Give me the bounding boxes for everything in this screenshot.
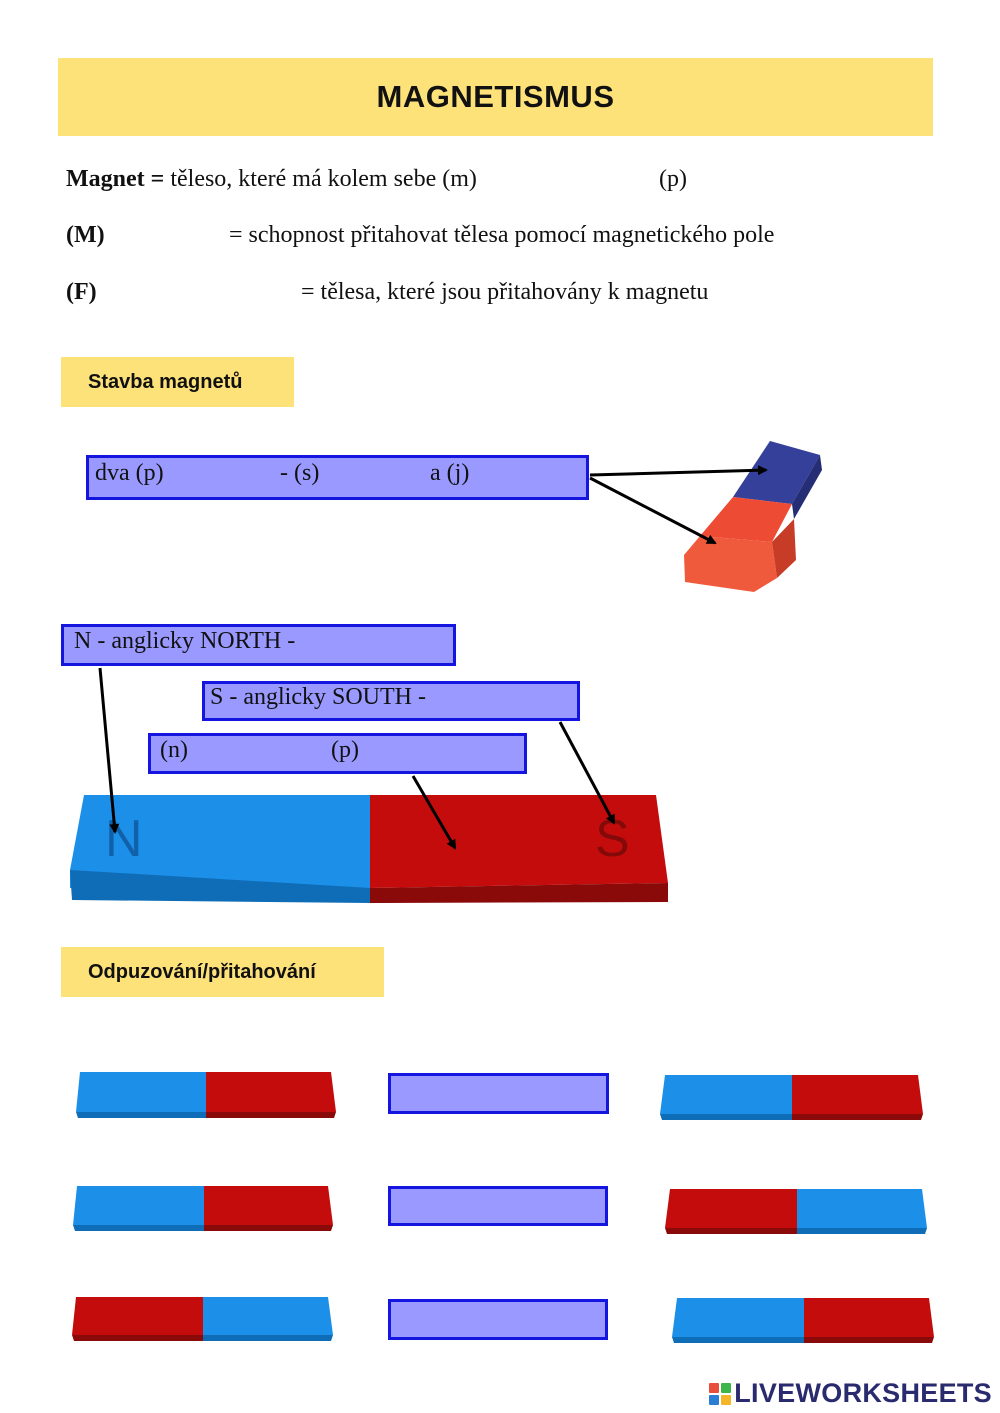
big-magnet-south-half bbox=[370, 795, 668, 888]
neutral-part1: (n) bbox=[160, 737, 188, 763]
definition-f-text: = tělesa, které jsou přitahovány k magne… bbox=[301, 279, 709, 305]
answer-field-1[interactable] bbox=[388, 1073, 609, 1114]
arrow-to-blue-pole bbox=[589, 465, 768, 477]
big-magnet-north-edge bbox=[70, 870, 370, 903]
answer-field-3[interactable] bbox=[388, 1299, 608, 1340]
small-magnet-red-side bbox=[772, 519, 796, 578]
bar-magnet-right-3 bbox=[672, 1298, 934, 1343]
page-title: MAGNETISMUS bbox=[376, 79, 615, 114]
small-magnet-blue-side bbox=[792, 455, 822, 519]
arrow-to-red-pole bbox=[589, 476, 717, 545]
definition-magnet: Magnet = těleso, které má kolem sebe (m) bbox=[66, 166, 477, 193]
section-structure-label: Stavba magnetů bbox=[88, 370, 243, 393]
bar-magnet-left-1 bbox=[76, 1072, 336, 1118]
bar-magnet-right-1 bbox=[660, 1075, 923, 1120]
south-label: S - anglicky SOUTH - bbox=[210, 684, 426, 710]
logo-text: LIVEWORKSHEETS bbox=[734, 1378, 992, 1408]
neutral-part2: (p) bbox=[331, 737, 359, 763]
liveworksheets-logo: LIVEWORKSHEETS bbox=[709, 1378, 992, 1409]
arrow-neutral-zone bbox=[411, 775, 457, 850]
structure-part2: - (s) bbox=[280, 460, 320, 486]
definition-m-text: = schopnost přitahovat tělesa pomocí mag… bbox=[229, 222, 775, 248]
north-label: N - anglicky NORTH - bbox=[74, 628, 296, 654]
structure-part1: dva (p) bbox=[95, 460, 164, 486]
answer-field-2[interactable] bbox=[388, 1186, 608, 1226]
small-magnet-red-front bbox=[684, 536, 777, 592]
term-magnet: Magnet = bbox=[66, 166, 165, 192]
definition-magnet-text: těleso, které má kolem sebe (m) bbox=[170, 166, 477, 192]
structure-field[interactable]: dva (p) - (s) a (j) bbox=[86, 455, 589, 500]
bar-magnet-left-3 bbox=[72, 1297, 333, 1341]
arrow-south-to-s bbox=[558, 721, 616, 825]
section-heading-repulsion: Odpuzování/přitahování bbox=[61, 947, 384, 997]
section-repulsion-label: Odpuzování/přitahování bbox=[88, 960, 316, 983]
big-magnet: N S bbox=[70, 795, 668, 903]
big-magnet-n-letter: N bbox=[105, 810, 143, 868]
small-magnet-blue-top bbox=[733, 441, 820, 504]
neutral-field[interactable]: (n) (p) bbox=[148, 733, 527, 774]
definition-magnet-hint: (p) bbox=[659, 166, 687, 192]
term-m: (M) bbox=[66, 222, 105, 248]
south-field[interactable]: S - anglicky SOUTH - bbox=[202, 681, 580, 721]
term-f: (F) bbox=[66, 279, 97, 305]
small-magnet-red-top bbox=[700, 497, 792, 542]
bar-magnet-right-2 bbox=[665, 1189, 927, 1234]
small-magnet-image bbox=[684, 441, 822, 592]
big-magnet-south-edge bbox=[370, 883, 668, 903]
arrow-north-to-n bbox=[98, 667, 120, 834]
liveworksheets-icon bbox=[709, 1382, 732, 1405]
north-field[interactable]: N - anglicky NORTH - bbox=[61, 624, 456, 666]
structure-part3: a (j) bbox=[430, 460, 470, 486]
section-heading-structure: Stavba magnetů bbox=[61, 357, 294, 407]
big-magnet-north-half bbox=[70, 795, 370, 888]
title-band: MAGNETISMUS bbox=[58, 58, 933, 136]
bar-magnet-left-2 bbox=[73, 1186, 333, 1231]
